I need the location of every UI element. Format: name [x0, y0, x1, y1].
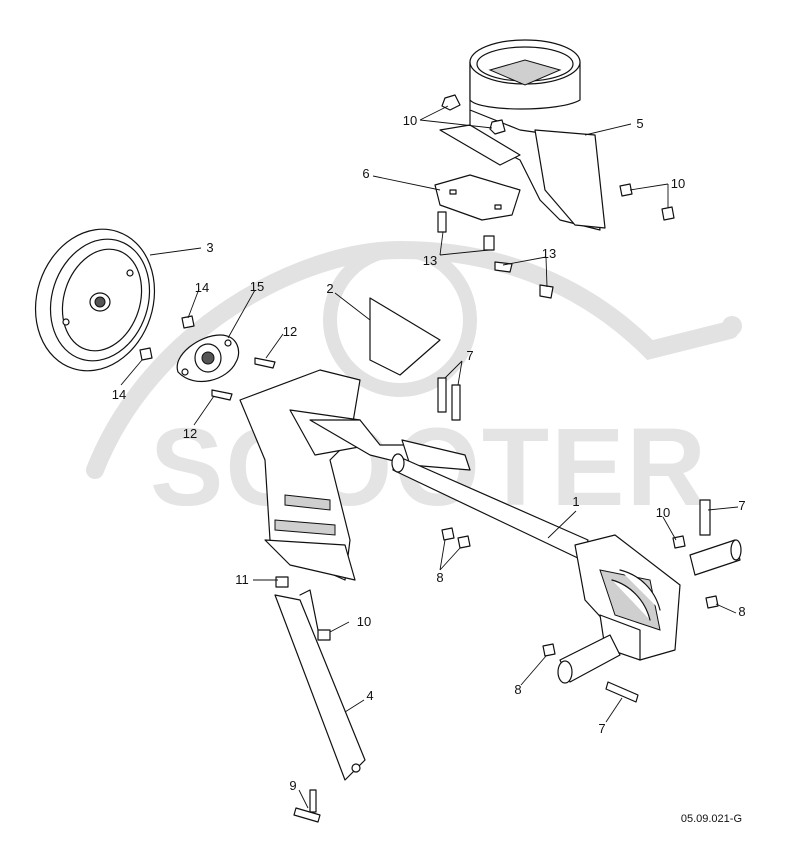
pulley-part	[34, 228, 156, 372]
diagram-reference-code: 05.09.021-G	[681, 813, 742, 825]
shaft-gearbox-part	[391, 453, 742, 684]
callout-9: 9	[289, 778, 296, 793]
deflector-plate-part	[434, 174, 521, 221]
callout-13: 13	[542, 246, 556, 261]
chute-housing-part	[439, 39, 606, 231]
callout-10: 10	[671, 176, 685, 191]
leader-lines	[120, 105, 739, 809]
callout-12: 12	[183, 426, 197, 441]
callout-15: 15	[250, 279, 264, 294]
auger-bracket-part	[239, 297, 471, 581]
callout-4: 4	[366, 688, 373, 703]
callout-11: 11	[235, 572, 249, 587]
callout-5: 5	[636, 116, 643, 131]
control-rod-part	[274, 589, 366, 781]
callout-12: 12	[283, 324, 297, 339]
callout-7: 7	[466, 348, 473, 363]
callout-7: 7	[738, 498, 745, 513]
fasteners	[139, 94, 719, 823]
callout-10: 10	[403, 113, 417, 128]
callout-7: 7	[598, 721, 605, 736]
callout-8: 8	[436, 570, 443, 585]
callout-8: 8	[514, 682, 521, 697]
callout-3: 3	[206, 240, 213, 255]
callout-8: 8	[738, 604, 745, 619]
callout-13: 13	[423, 253, 437, 268]
callout-6: 6	[362, 166, 369, 181]
callout-10: 10	[357, 614, 371, 629]
watermark-text: SCOOTER	[150, 406, 708, 529]
callout-14: 14	[195, 280, 209, 295]
bearing-flange-part	[176, 334, 240, 383]
callout-1: 1	[572, 494, 579, 509]
watermark: SCOOTER XD	[86, 240, 742, 616]
callout-10: 10	[656, 505, 670, 520]
callout-14: 14	[112, 387, 126, 402]
callout-2: 2	[326, 281, 333, 296]
